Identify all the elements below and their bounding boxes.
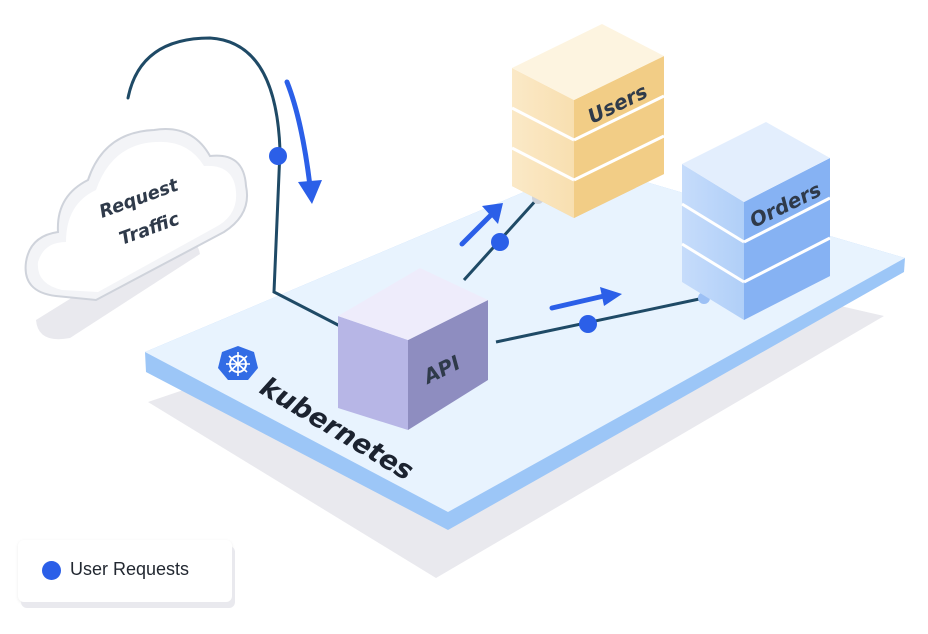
request-dot — [579, 315, 597, 333]
users-service-stack: Users — [511, 24, 665, 218]
api-service-cube: API — [338, 268, 488, 430]
flow-arrow-icon — [549, 293, 607, 311]
legend-dot-icon — [42, 561, 61, 580]
flow-arrow-icon — [459, 211, 495, 247]
flow-arrowhead-icon — [482, 203, 503, 224]
legend: User Requests — [18, 540, 232, 602]
kubernetes-helm-icon — [218, 346, 258, 380]
orders-service-stack: Orders — [681, 122, 831, 320]
flow-arrowhead-icon — [298, 180, 322, 204]
api-orders-connector — [495, 296, 705, 344]
request-dot — [491, 233, 509, 251]
legend-label: User Requests — [70, 559, 190, 579]
request-dot — [269, 147, 287, 165]
incoming-request-path — [126, 36, 342, 328]
request-traffic-cloud: Request Traffic — [24, 128, 248, 302]
flow-arrowhead-icon — [600, 287, 622, 306]
flow-arrow-icon — [284, 79, 313, 189]
